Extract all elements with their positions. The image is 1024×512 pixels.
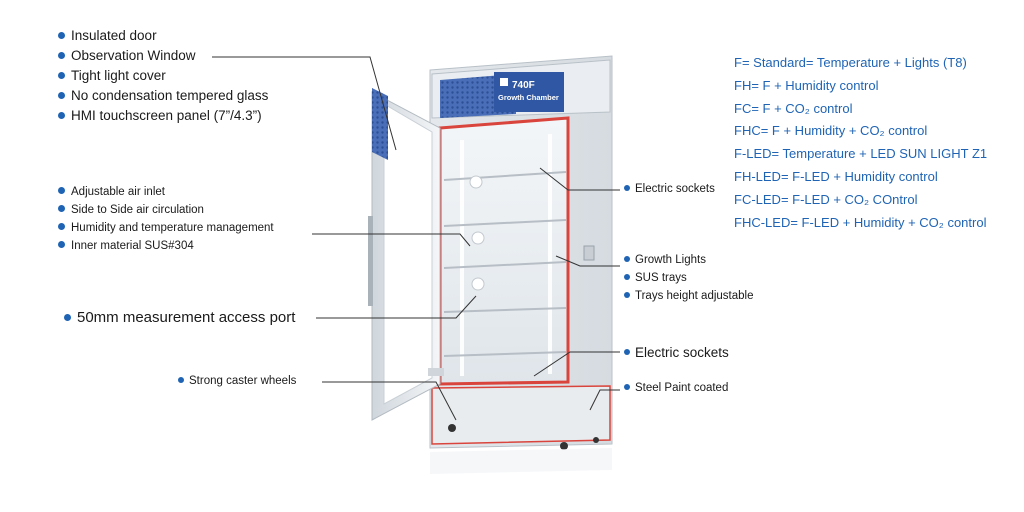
model-variant: FC= F + CO₂ control (734, 100, 853, 116)
model-variant: F= Standard= Temperature + Lights (T8) (734, 55, 967, 70)
feature-insulated-door: Insulated door (58, 28, 157, 43)
callout-electric-sockets-bottom: Electric sockets (624, 345, 729, 360)
feature-air-circulation: Side to Side air circulation (58, 204, 204, 216)
feature-tempered-glass: No condensation tempered glass (58, 88, 268, 103)
bullet-icon (58, 205, 65, 213)
bullet-icon (624, 291, 630, 298)
product-model-text: 740F (512, 80, 535, 91)
feature-label: Side to Side air circulation (71, 204, 204, 216)
bullet-icon (58, 223, 65, 231)
callout-label: SUS trays (635, 272, 687, 284)
feature-label: Observation Window (71, 48, 196, 63)
side-handle-icon (583, 245, 595, 261)
callout-steel-paint: Steel Paint coated (624, 382, 728, 394)
bullet-icon (624, 383, 630, 390)
model-variant: FHC= F + Humidity + CO₂ control (734, 123, 928, 139)
callout-label: Strong caster wheels (189, 375, 297, 387)
feature-label: 50mm measurement access port (77, 309, 296, 326)
bullet-icon (58, 241, 65, 249)
callout-label: Electric sockets (635, 345, 729, 360)
bullet-icon (58, 31, 65, 39)
feature-hmi-panel: HMI touchscreen panel (7”/4.3”) (58, 108, 262, 123)
tray-shelves (443, 171, 567, 357)
feature-label: Humidity and temperature management (71, 222, 274, 234)
door-blue-panel (372, 88, 388, 160)
leader-lines (212, 56, 620, 421)
observation-window (383, 103, 433, 405)
bottom-base-panel (431, 385, 611, 445)
bullet-icon (624, 273, 630, 280)
model-variant: FHC-LED= F-LED + Humidity + CO₂ control (734, 214, 987, 230)
access-port-icon (469, 175, 483, 189)
callout-label: Electric sockets (635, 183, 715, 195)
bullet-icon (624, 255, 630, 262)
door-handle-icon (368, 216, 373, 306)
callout-label: Trays height adjustable (635, 290, 754, 302)
bullet-icon (58, 71, 65, 79)
feature-light-cover: Tight light cover (58, 68, 166, 83)
callout-electric-sockets-top: Electric sockets (624, 183, 715, 195)
feature-observation-window: Observation Window (58, 48, 196, 63)
feature-label: No condensation tempered glass (71, 88, 269, 103)
feature-label: Inner material SUS#304 (71, 240, 194, 252)
callout-trays-height: Trays height adjustable (624, 290, 753, 302)
callout-label: Steel Paint coated (635, 382, 729, 394)
brand-logo-icon (500, 78, 508, 86)
product-name-text: Growth Chamber (498, 93, 559, 102)
feature-label: HMI touchscreen panel (7”/4.3”) (71, 108, 262, 123)
feature-label: Tight light cover (71, 68, 166, 83)
callout-label: Growth Lights (635, 254, 706, 266)
door-hinge-icon (428, 368, 444, 376)
model-variant: F-LED= Temperature + LED SUN LIGHT Z1 (734, 146, 988, 162)
bullet-icon (624, 349, 630, 356)
bullet-icon (58, 91, 65, 99)
bullet-icon (58, 51, 65, 59)
feature-humidity-temp: Humidity and temperature management (58, 222, 274, 234)
callout-sus-trays: SUS trays (624, 272, 687, 284)
callout-caster-wheels: Strong caster wheels (178, 375, 296, 387)
feature-inner-material: Inner material SUS#304 (58, 240, 194, 252)
feature-label: Insulated door (71, 28, 157, 43)
bullet-icon (624, 184, 630, 191)
feature-label: Adjustable air inlet (71, 186, 165, 198)
cabinet-body (429, 55, 613, 474)
bullet-icon (58, 111, 65, 119)
bullet-icon (178, 376, 184, 383)
model-variant: FH-LED= F-LED + Humidity control (734, 168, 938, 184)
bullet-icon (64, 313, 71, 321)
callout-growth-lights: Growth Lights (624, 254, 706, 266)
model-variant: FH= F + Humidity control (734, 77, 879, 93)
open-door (368, 88, 444, 421)
growth-light-strip (460, 140, 464, 376)
feature-access-port: 50mm measurement access port (64, 309, 295, 326)
feature-air-inlet: Adjustable air inlet (58, 186, 165, 198)
caster-wheel-icon (448, 424, 456, 432)
model-variants-list: F= Standard= Temperature + Lights (T8) F… (734, 52, 987, 234)
bullet-icon (58, 187, 65, 195)
model-variant: FC-LED= F-LED + CO₂ COntrol (734, 191, 918, 207)
